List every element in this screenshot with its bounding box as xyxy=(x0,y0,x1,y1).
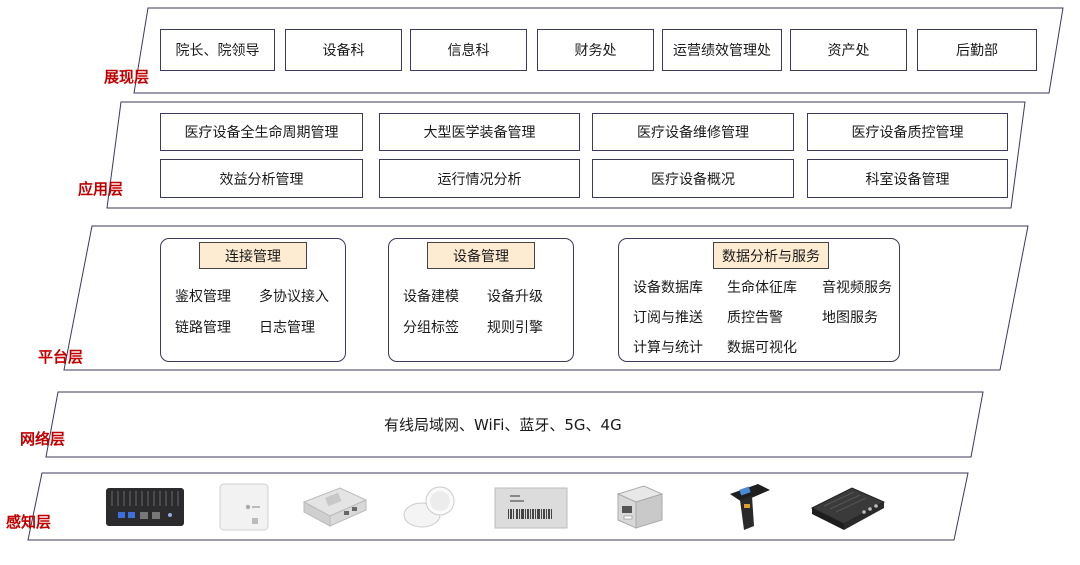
data-analysis-panel: 数据分析与服务 设备数据库 生命体征库 音视频服务 订阅与推送 质控告警 地图服… xyxy=(618,238,900,362)
feature-label: 质控告警 xyxy=(727,310,783,326)
feature-label: 生命体征库 xyxy=(727,280,797,296)
device-management-panel: 设备管理 设备建模 设备升级 分组标签 规则引擎 xyxy=(388,238,574,362)
perception-layer-label: 感知层 xyxy=(6,513,52,531)
feature-label: 计算与统计 xyxy=(633,340,703,356)
feature-label: 分组标签 xyxy=(403,320,459,336)
feature-label: 订阅与推送 xyxy=(633,310,703,326)
feature-label: 音视频服务 xyxy=(822,280,892,296)
feature-label: 多协议接入 xyxy=(259,289,329,305)
feature-label: 设备建模 xyxy=(403,289,459,305)
display-item-assets: 资产处 xyxy=(790,29,907,71)
round-sensor-icon xyxy=(403,486,455,528)
display-item-performance: 运营绩效管理处 xyxy=(662,29,782,71)
display-item-equipment-dept: 设备科 xyxy=(285,29,402,71)
panel-title: 设备管理 xyxy=(427,242,535,269)
app-item-benefit-analysis: 效益分析管理 xyxy=(160,159,363,198)
app-item-operation-analysis: 运行情况分析 xyxy=(379,159,580,198)
label-printer-icon xyxy=(616,485,664,529)
app-item-large-equipment: 大型医学装备管理 xyxy=(379,113,580,151)
feature-label: 链路管理 xyxy=(175,320,231,336)
app-item-maintenance: 医疗设备维修管理 xyxy=(592,113,794,151)
app-item-lifecycle: 医疗设备全生命周期管理 xyxy=(160,113,363,151)
connection-management-panel: 连接管理 鉴权管理 多协议接入 链路管理 日志管理 xyxy=(160,238,346,362)
edge-box-icon xyxy=(302,487,368,527)
app-item-equipment-overview: 医疗设备概况 xyxy=(592,159,794,198)
network-description: 有线局域网、WiFi、蓝牙、5G、4G xyxy=(384,416,622,434)
feature-label: 数据可视化 xyxy=(727,340,797,356)
panel-title: 连接管理 xyxy=(199,242,307,269)
wall-access-point-icon xyxy=(219,483,269,531)
rfid-reader-icon xyxy=(810,487,886,530)
app-item-quality-control: 医疗设备质控管理 xyxy=(807,113,1008,151)
feature-label: 设备升级 xyxy=(487,289,543,305)
industrial-gateway-icon xyxy=(106,488,184,526)
feature-label: 鉴权管理 xyxy=(175,289,231,305)
feature-label: 规则引擎 xyxy=(487,320,543,336)
platform-layer-label: 平台层 xyxy=(38,348,84,366)
panel-title: 数据分析与服务 xyxy=(713,242,829,269)
display-item-leaders: 院长、院领导 xyxy=(160,29,275,71)
display-item-info-dept: 信息科 xyxy=(410,29,527,71)
app-item-dept-equipment: 科室设备管理 xyxy=(807,159,1008,198)
display-item-finance: 财务处 xyxy=(537,29,654,71)
application-layer-label: 应用层 xyxy=(78,180,124,198)
handheld-scanner-icon xyxy=(730,484,770,530)
network-layer-frame xyxy=(45,391,984,458)
label-tag-icon xyxy=(494,487,568,529)
network-layer-label: 网络层 xyxy=(20,430,66,448)
feature-label: 日志管理 xyxy=(259,320,315,336)
display-item-logistics: 后勤部 xyxy=(917,29,1037,71)
feature-label: 地图服务 xyxy=(822,310,878,326)
feature-label: 设备数据库 xyxy=(633,280,703,296)
display-layer-label: 展现层 xyxy=(104,68,150,86)
